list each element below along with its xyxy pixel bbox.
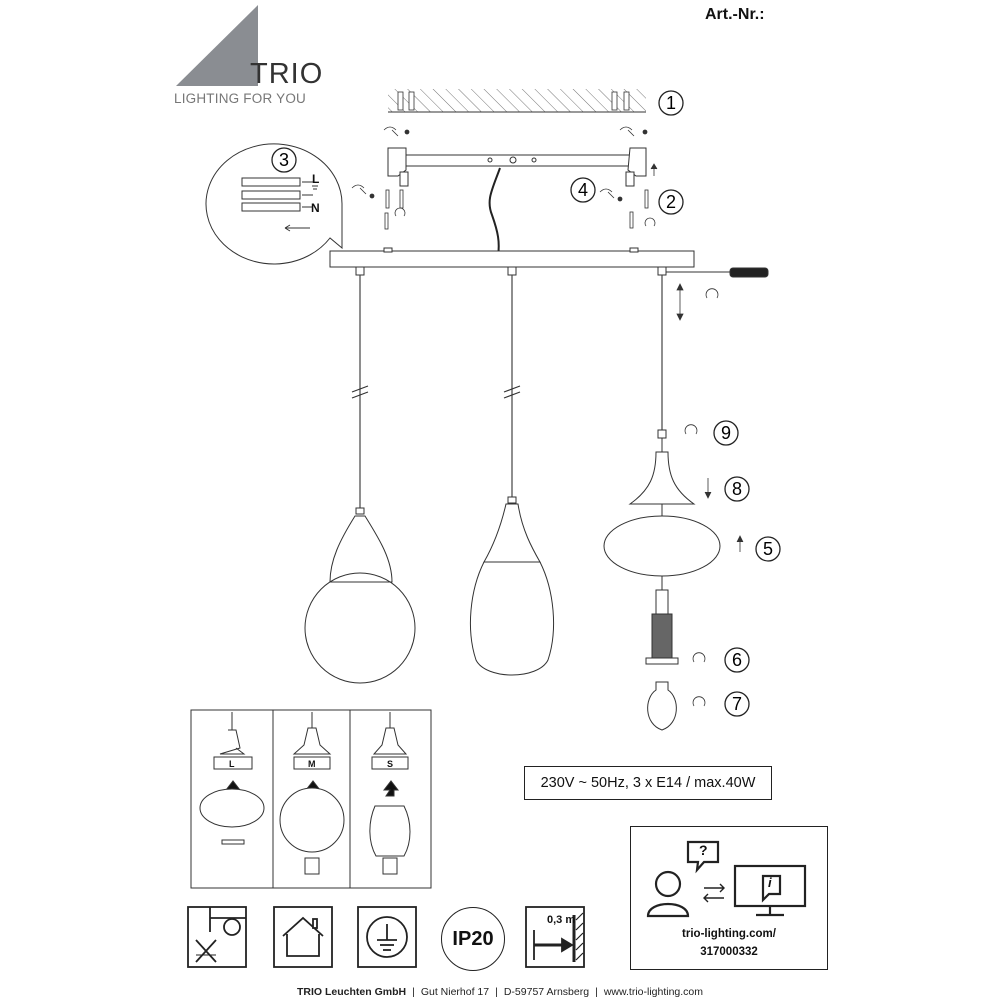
- info-code: 317000332: [700, 946, 758, 958]
- shade-size-m: M: [308, 759, 316, 769]
- screwdriver-icon: [666, 267, 769, 278]
- svg-text:3: 3: [279, 150, 289, 170]
- wire-label-live: L: [312, 172, 320, 186]
- support-info-graphic: [646, 840, 807, 918]
- trio-logo-triangle: [176, 5, 258, 86]
- svg-text:6: 6: [732, 650, 742, 670]
- step-3: 3: [270, 146, 298, 179]
- step-2: 2: [657, 188, 685, 221]
- step-1: 1: [657, 89, 685, 122]
- footer-company: TRIO Leuchten GmbH: [296, 986, 407, 998]
- wiring-callout: [205, 143, 343, 265]
- protection-class-earth-icon: [357, 906, 417, 968]
- step-8: 8: [723, 475, 751, 508]
- no-insulation-symbol: [187, 906, 247, 968]
- logo-brand: TRIO: [250, 58, 324, 90]
- wall-plugs: [397, 91, 630, 111]
- canopy-bar: [329, 247, 695, 276]
- support-info-box: [630, 826, 828, 970]
- shade-size-panel: [190, 709, 432, 889]
- ip-rating-badge: IP20: [441, 907, 505, 971]
- article-number-label: Art.-Nr.:: [705, 6, 765, 23]
- footer-street: Gut Nierhof 17: [420, 986, 490, 998]
- electrical-specification: 230V ~ 50Hz, 3 x E14 / max.40W: [524, 766, 772, 800]
- svg-text:2: 2: [666, 192, 676, 212]
- min-distance-icon: [525, 906, 585, 968]
- step-4: 4: [569, 176, 597, 209]
- svg-text:1: 1: [666, 93, 676, 113]
- footer: TRIO Leuchten GmbH|Gut Nierhof 17|D-5975…: [296, 986, 704, 998]
- shade-size-s: S: [387, 759, 394, 769]
- footer-city: D-59757 Arnsberg: [503, 986, 590, 998]
- screw-driver-rotate-icon: [351, 184, 656, 227]
- shade-size-l: L: [229, 759, 235, 769]
- step-direction-icons: [684, 424, 744, 707]
- svg-text:8: 8: [732, 479, 742, 499]
- ceiling: [388, 89, 646, 113]
- height-adjust-arrow: [676, 283, 719, 321]
- arrow-up-icon: [650, 163, 658, 176]
- svg-text:4: 4: [578, 180, 588, 200]
- step-7: 7: [723, 690, 751, 723]
- info-icon: i: [768, 875, 772, 890]
- drill-icon: [383, 126, 648, 137]
- mounting-bracket: [387, 147, 647, 187]
- indoor-use-house-icon: [273, 906, 333, 968]
- pendant-exploded: [603, 429, 721, 731]
- logo-slogan: LIGHTING FOR YOU: [174, 91, 306, 106]
- step-9: 9: [712, 419, 740, 452]
- svg-text:5: 5: [763, 539, 773, 559]
- svg-text:7: 7: [732, 694, 742, 714]
- wire-label-neutral: N: [311, 201, 320, 215]
- footer-website[interactable]: www.trio-lighting.com: [603, 986, 704, 998]
- info-url: trio-lighting.com/: [682, 928, 776, 940]
- step-6: 6: [723, 646, 751, 679]
- pendant-drop: [469, 496, 555, 676]
- min-distance-label: 0,3 m: [547, 914, 576, 926]
- pendant-round: [304, 507, 416, 684]
- question-mark-icon: ?: [699, 842, 708, 858]
- svg-text:9: 9: [721, 423, 731, 443]
- pendant-cables: [351, 275, 663, 510]
- step-5: 5: [754, 535, 782, 568]
- supply-cable: [488, 167, 501, 257]
- screws: [384, 189, 649, 230]
